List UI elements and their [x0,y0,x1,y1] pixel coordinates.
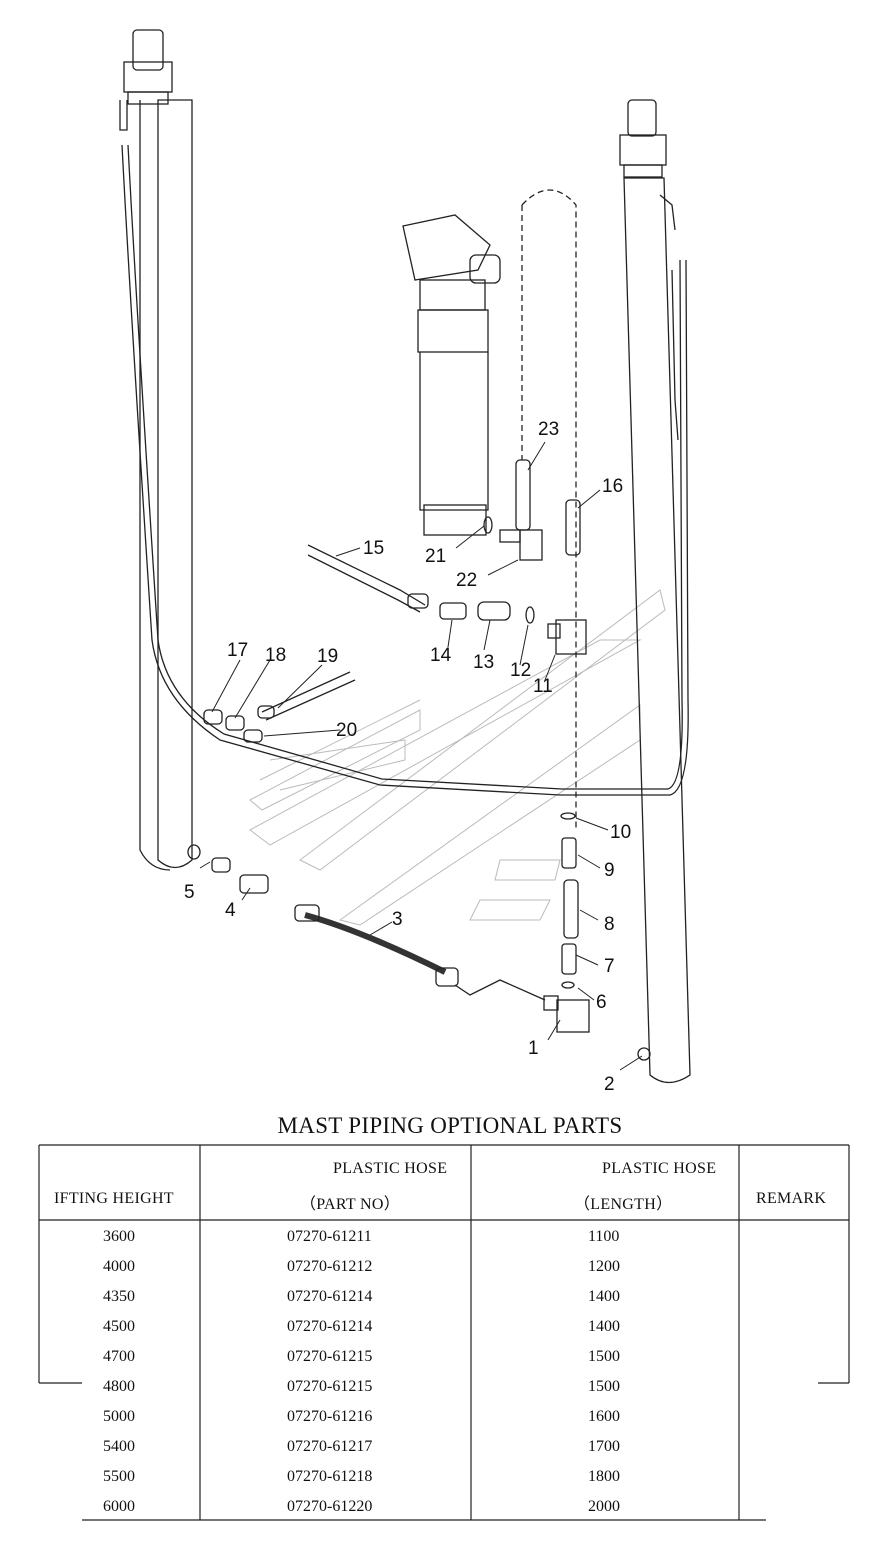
callout-16: 16 [602,476,623,497]
hose-15 [307,544,426,606]
callout-10: 10 [610,822,631,843]
cell-length: 1700 [588,1438,620,1455]
cell-part-no: 07270-61220 [287,1498,373,1515]
header-lifting-height: IFTING HEIGHT [54,1190,174,1207]
cell-length: 1100 [588,1228,620,1245]
header-length-line1: PLASTIC HOSE [602,1160,717,1177]
cell-lifting-height: 4500 [103,1318,135,1335]
cell-lifting-height: 4700 [103,1348,135,1365]
callout-8: 8 [604,914,615,935]
cell-part-no: 07270-61215 [287,1348,373,1365]
cell-length: 1400 [588,1288,620,1305]
callout-2: 2 [604,1074,615,1095]
cell-length: 2000 [588,1498,620,1515]
hose-19 [261,671,356,721]
header-part-no-line2: （PART NO） [300,1196,400,1213]
callout-9: 9 [604,860,615,881]
cell-lifting-height: 5500 [103,1468,135,1485]
cell-length: 1800 [588,1468,620,1485]
hose-3 [304,912,447,975]
cell-part-no: 07270-61212 [287,1258,373,1275]
chain-guide [521,189,577,830]
center-cylinder [402,214,501,536]
header-part-no-line1: PLASTIC HOSE [333,1160,448,1177]
callout-20: 20 [336,720,357,741]
header-remark: REMARK [756,1190,827,1207]
callout-22: 22 [456,570,477,591]
callout-6: 6 [596,992,607,1013]
cell-length: 1500 [588,1348,620,1365]
callout-4: 4 [225,900,236,921]
callout-5: 5 [184,882,195,903]
cell-lifting-height: 4350 [103,1288,135,1305]
cell-lifting-height: 4000 [103,1258,135,1275]
cell-part-no: 07270-61217 [287,1438,373,1455]
callout-1: 1 [528,1038,539,1059]
cell-part-no: 07270-61215 [287,1378,373,1395]
mast-piping-diagram: 1 2 3 4 5 6 7 8 9 10 11 12 13 14 15 16 1… [119,29,691,1095]
cell-lifting-height: 5000 [103,1408,135,1425]
callout-14: 14 [430,645,452,666]
callout-17: 17 [227,640,248,661]
callout-12: 12 [510,660,531,681]
callout-labels: 1 2 3 4 5 6 7 8 9 10 11 12 13 14 15 16 1… [184,419,631,1095]
callout-3: 3 [392,909,403,930]
watermark-logo [249,589,666,926]
cell-lifting-height: 6000 [103,1498,135,1515]
right-lift-cylinder [619,99,691,1084]
cell-lifting-height: 5400 [103,1438,135,1455]
cell-lifting-height: 3600 [103,1228,135,1245]
callout-19: 19 [317,646,338,667]
cell-part-no: 07270-61214 [287,1318,373,1335]
callout-13: 13 [473,652,494,673]
cell-part-no: 07270-61218 [287,1468,373,1485]
callout-18: 18 [265,645,286,666]
callout-21: 21 [425,546,446,567]
cell-part-no: 07270-61214 [287,1288,373,1305]
callout-7: 7 [604,956,615,977]
left-lift-cylinder [119,29,193,871]
cell-part-no: 07270-61216 [287,1408,373,1425]
cell-length: 1600 [588,1408,620,1425]
cell-length: 1400 [588,1318,620,1335]
callout-15: 15 [363,538,384,559]
leader-lines [199,441,643,1071]
callout-23: 23 [538,419,559,440]
table-title: MAST PIPING OPTIONAL PARTS [277,1113,623,1138]
fittings [187,459,651,1061]
cell-length: 1200 [588,1258,620,1275]
left-hose-run [121,144,689,796]
callout-11: 11 [533,676,553,697]
cell-lifting-height: 4800 [103,1378,135,1395]
cell-length: 1500 [588,1378,620,1395]
header-length-line2: （LENGTH） [574,1196,673,1213]
cell-part-no: 07270-61211 [287,1228,372,1245]
